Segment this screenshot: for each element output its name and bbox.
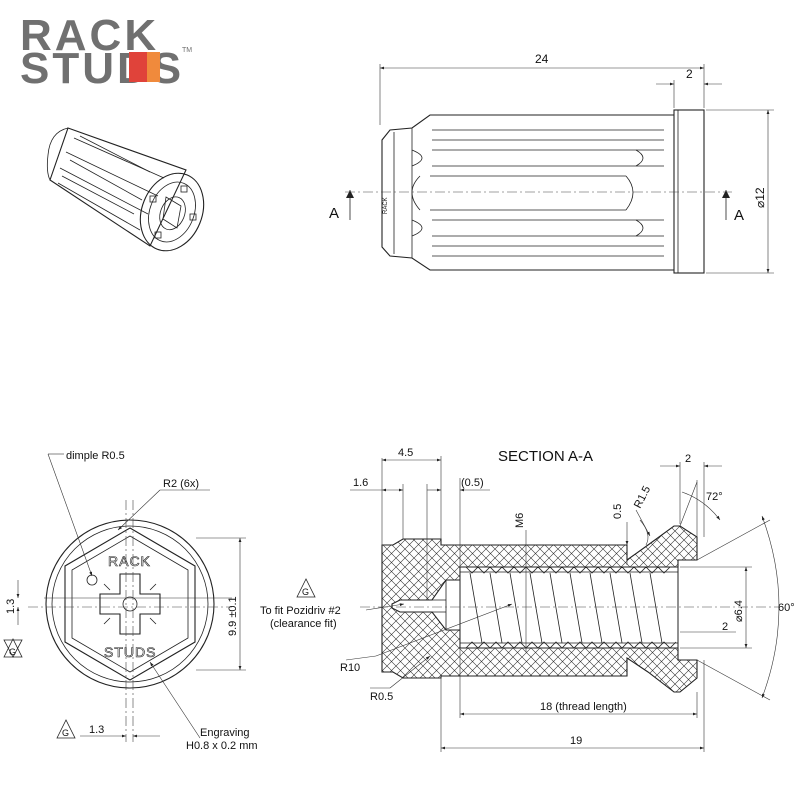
end-face-text-rack: RACK bbox=[108, 553, 151, 569]
side-stamp-text: RACK bbox=[383, 197, 389, 214]
dim-total-19: 19 bbox=[570, 735, 582, 747]
dim-4-5: 4.5 bbox=[398, 447, 413, 459]
dim-angle-60: 60° bbox=[778, 602, 795, 614]
logo-accent-red bbox=[129, 52, 147, 82]
note-radius-r2: R2 (6x) bbox=[163, 478, 199, 490]
dim-1-6: 1.6 bbox=[353, 477, 368, 489]
datum-g-section: G bbox=[302, 587, 309, 597]
dim-thread-length: 18 (thread length) bbox=[540, 701, 627, 713]
dim-angle-72: 72° bbox=[706, 491, 723, 503]
dim-2-top: 2 bbox=[685, 453, 691, 465]
logo-accent-orange bbox=[147, 52, 160, 82]
section-view: SECTION A-A 4.5 1.6 (0.5) 2 bbox=[260, 447, 795, 752]
dim-r10: R10 bbox=[340, 662, 360, 674]
datum-g-end-horizontal: G bbox=[62, 728, 69, 738]
section-marker-right: A bbox=[734, 207, 744, 224]
engraving-size: H0.8 x 0.2 mm bbox=[186, 740, 258, 752]
datum-g-end-vertical: G bbox=[9, 647, 16, 657]
note-pozidriv: To fit Pozidriv #2 bbox=[260, 605, 341, 617]
end-view: RACK STUDS dimple R0.5 R2 (6x) 9.9 ±0.1 … bbox=[3, 450, 258, 752]
logo-rack: RACK bbox=[20, 11, 159, 60]
section-marker-left: A bbox=[329, 205, 339, 222]
dim-length-24: 24 bbox=[535, 52, 549, 66]
dim-r0-5: R0.5 bbox=[370, 691, 393, 703]
dim-diameter-6-4: ⌀6.4 bbox=[733, 600, 745, 622]
note-clearance-fit: (clearance fit) bbox=[270, 618, 337, 630]
dim-2-side: 2 bbox=[722, 621, 728, 633]
logo-trademark: TM bbox=[182, 47, 192, 54]
dim-r1-5: R1.5 bbox=[632, 484, 653, 510]
note-dimple: dimple R0.5 bbox=[66, 450, 125, 462]
dim-0-5: 0.5 bbox=[612, 504, 624, 519]
dim-m6: M6 bbox=[514, 513, 526, 528]
section-title: SECTION A-A bbox=[498, 448, 593, 465]
side-view: A A RACK 24 2 ⌀12 bbox=[329, 52, 774, 274]
dim-offset-1-3-horizontal: 1.3 bbox=[89, 724, 104, 736]
rackstuds-logo: RACK STUDS TM bbox=[20, 11, 192, 93]
dim-0-5-ref: (0.5) bbox=[461, 477, 484, 489]
isometric-view bbox=[46, 127, 205, 252]
dim-height-9-9: 9.9 ±0.1 bbox=[227, 596, 239, 636]
dim-offset-1-3-vertical: 1.3 bbox=[5, 599, 17, 614]
end-face-text-studs: STUDS bbox=[104, 644, 156, 660]
dim-flange-2: 2 bbox=[686, 67, 693, 81]
dim-diameter-12: ⌀12 bbox=[753, 187, 767, 208]
engraving-label: Engraving bbox=[200, 727, 250, 739]
